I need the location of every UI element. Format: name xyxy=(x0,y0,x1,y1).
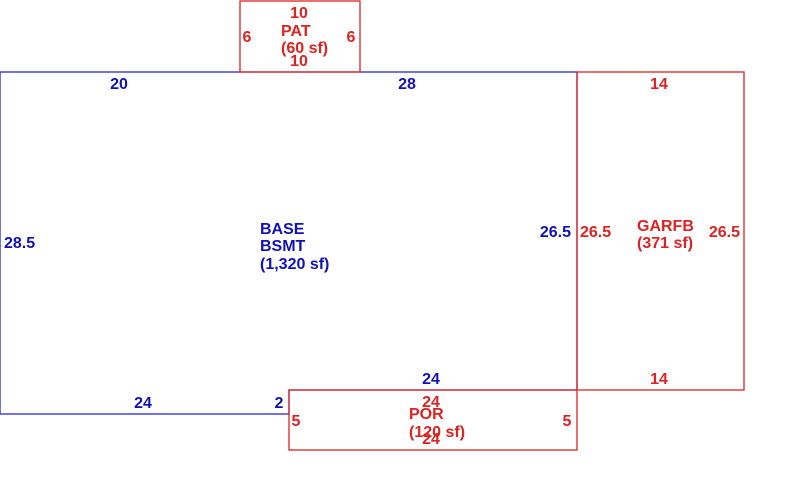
base-dim-right: 26.5 xyxy=(540,224,571,241)
patio-dim-left: 6 xyxy=(243,29,252,46)
garage-dim-left: 26.5 xyxy=(580,224,611,241)
base-dim-left: 28.5 xyxy=(4,235,35,252)
base-dim-top-left: 20 xyxy=(110,76,128,93)
base-dim-step: 2 xyxy=(275,395,284,412)
patio-area-label: PAT xyxy=(281,23,311,40)
porch-dim-right: 5 xyxy=(563,413,572,430)
garage-area-sqft: (371 sf) xyxy=(637,235,693,252)
patio-dim-top: 10 xyxy=(290,5,308,22)
garage-area-label: GARFB xyxy=(637,218,694,235)
garage-dim-bottom: 14 xyxy=(650,371,668,388)
porch-dim-top: 24 xyxy=(422,394,440,411)
patio-outline xyxy=(239,0,361,73)
basement-area-label: BSMT xyxy=(260,238,306,255)
porch-dim-left: 5 xyxy=(292,413,301,430)
base-area-label: BASE xyxy=(260,221,305,238)
patio-dim-bottom: 10 xyxy=(290,53,308,70)
base-dim-bottom-right: 24 xyxy=(422,371,440,388)
garage-dim-top: 14 xyxy=(650,76,668,93)
base-area-sqft: (1,320 sf) xyxy=(260,256,329,273)
base-dim-bottom-left: 24 xyxy=(134,395,152,412)
porch-outline xyxy=(288,389,578,451)
porch-dim-bottom: 24 xyxy=(422,431,440,448)
patio-dim-right: 6 xyxy=(347,29,356,46)
base-dim-top-right: 28 xyxy=(398,76,416,93)
garage-outline xyxy=(576,71,745,391)
porch-area-label: POR xyxy=(409,406,444,423)
patio-area-sqft: (60 sf) xyxy=(281,40,328,57)
porch-area-sqft: (120 sf) xyxy=(409,424,465,441)
garage-dim-right: 26.5 xyxy=(709,224,740,241)
